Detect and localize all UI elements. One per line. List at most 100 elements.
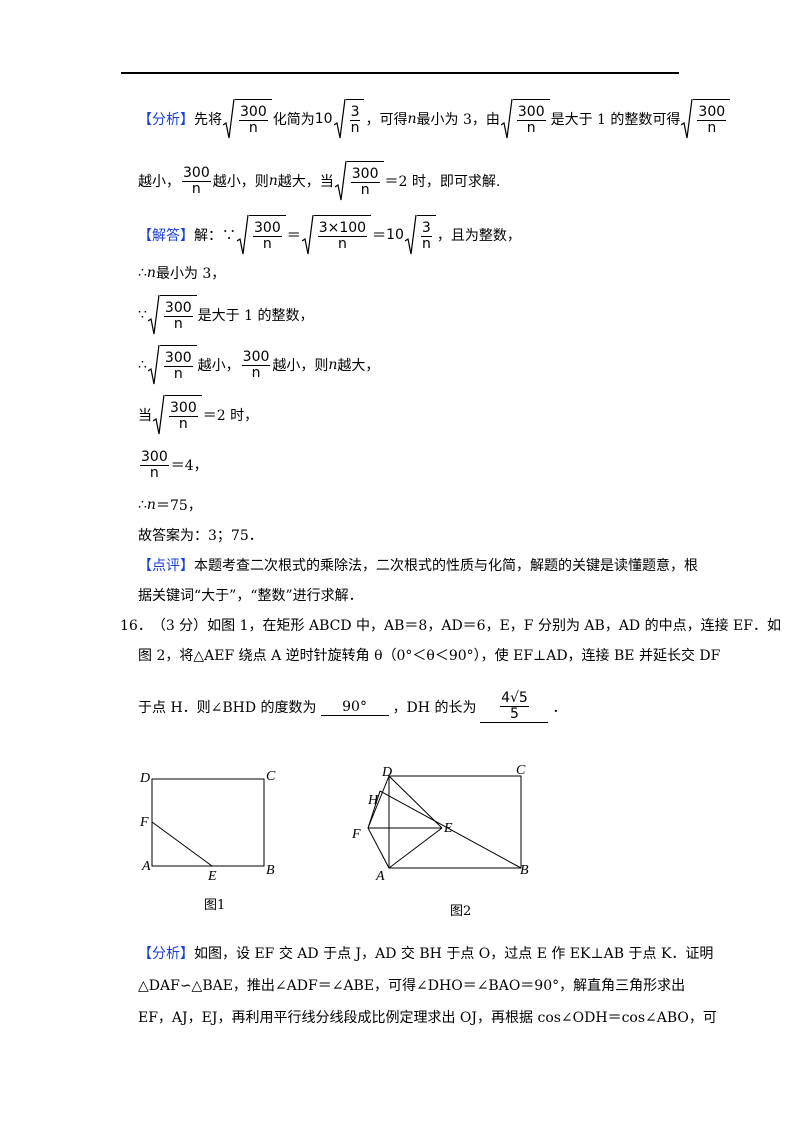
label-C: C [516,763,526,778]
math-part: n [421,235,431,252]
answer-tag: 【解答】 [138,228,194,244]
text: 图 2，将△AEF 绕点 A 逆时针旋转角 θ（0°＜θ＜90°），使 EF⊥A… [138,648,721,664]
label-F: F [139,815,149,830]
math-part [151,778,265,867]
math-part [500,99,513,139]
var-n: n [146,497,156,513]
text: 越小， [197,358,240,374]
text: 解：∵ [194,228,236,244]
math-part [223,99,235,139]
text: ＝4， [170,458,208,474]
math-part [153,395,165,435]
math-part [333,99,346,139]
text: 越大， [337,358,380,374]
math-part [333,99,346,139]
math-part: n [360,181,370,198]
math-part [301,215,314,255]
math-part: 3 [420,219,432,237]
text: 化简为 [272,112,315,128]
math-part: 300 [169,399,198,417]
text: △DAF∽△BAE，推出∠ADF＝∠ABE，可得∠DHO＝∠BAO＝90°，解直… [138,978,686,994]
text: 最小为 3， [155,266,226,282]
var-n: n [328,357,338,373]
text: ． [552,700,567,716]
label-A: A [375,869,385,884]
text: 越小， [138,174,180,190]
math-part [147,295,160,335]
math-part [237,215,249,255]
answer-value-1: 90° [342,698,367,715]
math-part [681,99,694,139]
header-rule [121,72,679,74]
math-part: n [191,180,201,197]
math-part [334,161,347,201]
math-part: 4√5 [500,690,529,707]
figure-2: D C H F E A B [348,762,538,886]
math-part [301,215,314,255]
math-part [681,99,694,139]
analysis2-line-2: △DAF∽△BAE，推出∠ADF＝∠ABE，可得∠DHO＝∠BAO＝90°，解直… [138,974,685,996]
math-part: n [251,364,261,381]
math-part [404,215,417,255]
math-part [367,775,390,829]
text: 是大于 1 的整数可得 [550,112,681,128]
var-n: n [268,173,278,189]
math-part: 5 [509,706,519,722]
text: 本题考查二次根式的乘除法，二次根式的性质与化简，解题的关键是读懂题意，根 [194,558,698,574]
figure-1-caption: 图1 [204,898,226,913]
math-part [334,161,347,201]
text: 越小，则 [272,358,329,374]
math-part: 300 [697,103,727,121]
answer-line-2: ∴ n 最小为 3， [138,262,225,284]
math-part [681,99,694,139]
coefficient: 10 [386,227,404,243]
text: （3 分）如图 1，在矩形 ABCD 中，AB＝8，AD＝6，E，F 分别为 A… [151,618,781,634]
label-B: B [266,863,275,878]
math-part: 300 [163,349,193,367]
math-part [388,775,443,829]
label-E: E [443,821,453,836]
math-part [223,99,235,139]
text: 据关键词“大于”，“整数”进行求解． [138,588,363,604]
label-D: D [139,771,150,786]
math-part: 300 [239,103,268,121]
figure-1: D C F A E B [136,766,286,886]
math-part [153,395,165,435]
therefore: ∴ [138,357,147,373]
coefficient: 10 [314,111,333,127]
math-part: n [178,415,188,432]
math-part: n [707,119,717,136]
text: ＝2 时，即可求解. [384,174,501,190]
math-part: 300 [516,103,546,121]
text: ，可得 [365,112,408,128]
label-A: A [141,859,151,874]
text: 最小为 3，由 [416,112,500,128]
comment-line-2: 据关键词“大于”，“整数”进行求解． [138,584,363,606]
text: 当 [138,408,152,424]
